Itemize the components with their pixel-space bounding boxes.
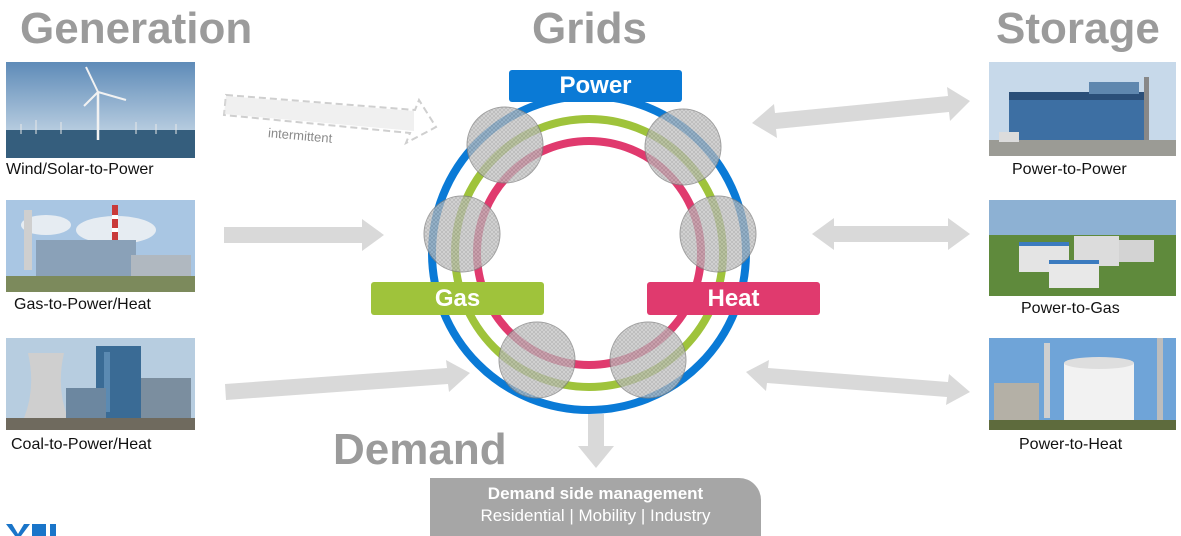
dsm-title: Demand side management bbox=[487, 484, 704, 503]
power-to-gas-arrow bbox=[812, 218, 970, 250]
power-to-gas-caption: Power-to-Gas bbox=[1021, 300, 1120, 317]
heat-storage-tank-photo bbox=[989, 338, 1176, 430]
node-bottom-right bbox=[609, 321, 687, 399]
wind-solar-caption: Wind/Solar-to-Power bbox=[6, 161, 154, 178]
coal-plant-photo bbox=[6, 338, 195, 430]
gas-arrow bbox=[224, 219, 384, 251]
grids-heading: Grids bbox=[532, 4, 647, 53]
demand-side-management-box: Demand side management Residential | Mob… bbox=[430, 478, 761, 536]
storage-building-photo bbox=[989, 62, 1176, 156]
dsm-subtitle: Residential | Mobility | Industry bbox=[480, 506, 711, 525]
power-to-power-caption: Power-to-Power bbox=[1012, 161, 1127, 178]
coal-arrow bbox=[225, 360, 470, 400]
power-label: Power bbox=[509, 70, 682, 102]
node-top-right bbox=[644, 108, 722, 186]
grid-nodes bbox=[423, 106, 757, 399]
gas-label: Gas bbox=[371, 282, 544, 315]
power-to-power-arrow bbox=[752, 87, 970, 138]
node-bottom-left bbox=[498, 321, 576, 399]
heat-label: Heat bbox=[647, 282, 820, 315]
node-mid-left bbox=[423, 195, 501, 273]
container-plant-photo bbox=[989, 200, 1176, 296]
storage-heading: Storage bbox=[996, 4, 1160, 53]
gas-caption: Gas-to-Power/Heat bbox=[14, 296, 151, 313]
power-to-heat-caption: Power-to-Heat bbox=[1019, 436, 1123, 453]
intermittent-arrow bbox=[222, 93, 438, 146]
vdi-logo bbox=[6, 524, 56, 536]
coal-caption: Coal-to-Power/Heat bbox=[11, 436, 152, 453]
generation-heading: Generation bbox=[20, 4, 253, 53]
demand-heading: Demand bbox=[333, 425, 507, 474]
gas-plant-photo bbox=[6, 200, 195, 292]
node-top-left bbox=[466, 106, 544, 184]
node-mid-right bbox=[679, 195, 757, 273]
power-to-heat-arrow bbox=[746, 360, 970, 405]
wind-turbine-photo bbox=[6, 62, 195, 158]
demand-arrow bbox=[578, 414, 614, 468]
